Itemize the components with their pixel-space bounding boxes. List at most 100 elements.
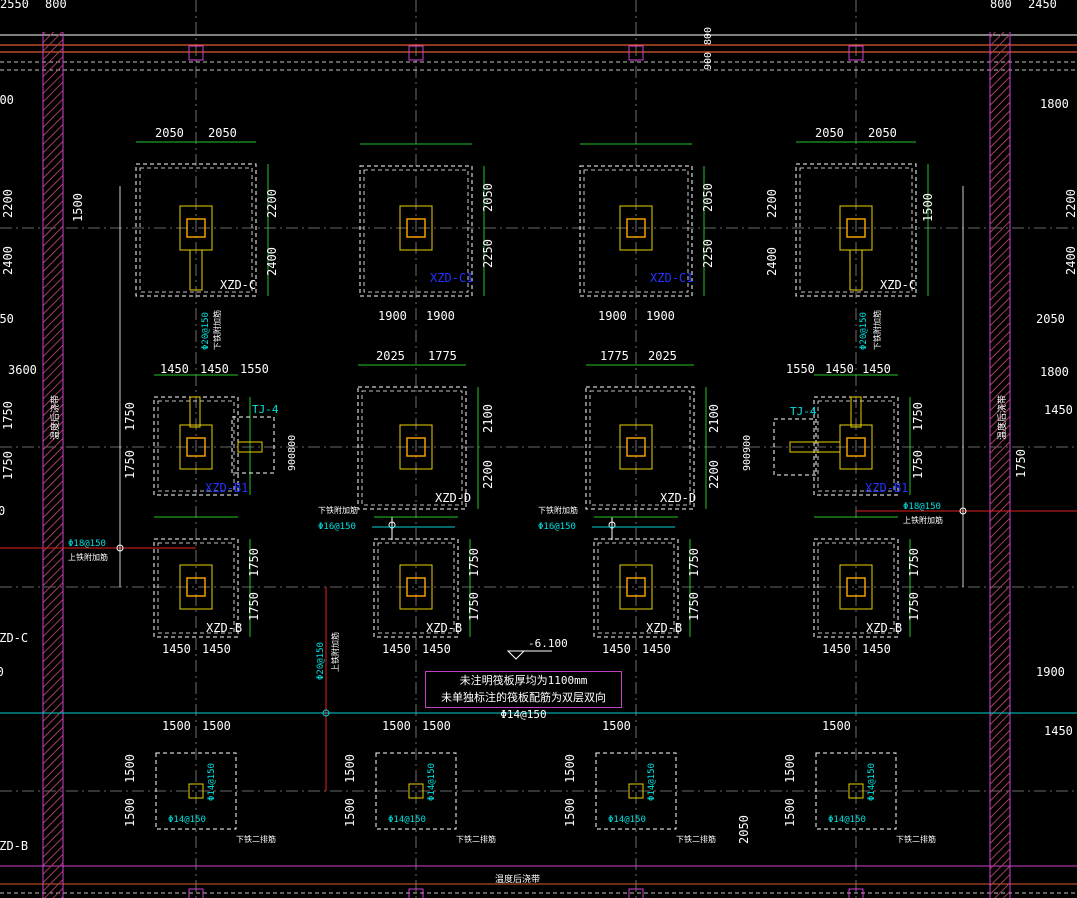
left-dim-2400: 2400 — [1, 246, 15, 275]
top-dim-left: 2550 — [0, 0, 29, 11]
footing-d-mid2-column — [626, 437, 646, 457]
rebar-r6: Φ18@150 — [903, 502, 941, 512]
footing-b-2-outline-inner — [377, 542, 455, 634]
tj4-left-box — [231, 416, 275, 474]
footing-b1-left-outline-inner — [157, 400, 235, 492]
footing-b-4-outline — [813, 538, 899, 638]
s3-rebar: Φ14@150 — [608, 815, 646, 825]
b_1-side-b: 1750 — [247, 592, 261, 621]
footing-c1-mid2-outline-inner — [583, 169, 689, 293]
s3-outline — [595, 752, 677, 830]
rebar-r1-note: 下铁附加筋 — [212, 310, 222, 350]
footing-c-left-column — [186, 218, 206, 238]
rebar-r3-note: 下铁附加筋 — [318, 505, 358, 515]
tj4-left-dims: 900800 — [287, 435, 298, 471]
tj4-right-label: TJ-4 — [790, 405, 817, 418]
d-mid-side-a: 2100 — [481, 404, 495, 433]
s1-outline — [155, 752, 237, 830]
d-mid-side-b: 2200 — [481, 460, 495, 489]
level-mark-text: -6.100 — [528, 637, 568, 650]
footing-b-1-outline — [153, 538, 239, 638]
footing-b-2-outline — [373, 538, 459, 638]
c-left-offset: 1500 — [71, 193, 85, 222]
footing-b-1-column — [186, 577, 206, 597]
level-mark: -6.100 — [506, 637, 568, 660]
left-dim-1750a: 1750 — [1, 401, 15, 430]
s2-side-b: 1500 — [343, 798, 357, 827]
b1-right-top-c: 1450 — [862, 362, 891, 376]
rebar-r1: Φ20@150 — [201, 312, 211, 350]
tj4-left-label: TJ-4 — [252, 403, 279, 416]
b_2-bot-a: 1450 — [382, 642, 411, 656]
c-right-top-b: 2050 — [868, 126, 897, 140]
c1-mid-bot-b: 1900 — [426, 309, 455, 323]
c-left-label: XZD-C — [220, 278, 256, 292]
wall-label-right: 温度后浇带 — [996, 395, 1008, 440]
rebar-r5: Φ18@150 — [68, 539, 106, 549]
c1-mid2-bot-b: 1900 — [646, 309, 675, 323]
s2-top-b: 1500 — [422, 719, 451, 733]
rebar-r4-note: 下铁附加筋 — [538, 505, 578, 515]
s3-side-a: 1500 — [563, 754, 577, 783]
c-left-stub — [189, 249, 203, 291]
left-dim-2200: 2200 — [1, 189, 15, 218]
c1-mid2-side-a: 2050 — [701, 183, 715, 212]
b1-left-top-c: 1550 — [240, 362, 269, 376]
s1-top-a: 1500 — [162, 719, 191, 733]
d-mid2-side-b: 2200 — [707, 460, 721, 489]
b_1-label: XZD-B — [206, 621, 242, 635]
dim-2050-bottom: 2050 — [737, 815, 751, 844]
s4-top-a: 1500 — [822, 719, 851, 733]
right-dim-1450: 1450 — [1044, 403, 1073, 417]
footing-b-1-pedestal — [179, 564, 213, 610]
left-dim-0: 0 — [0, 504, 5, 518]
footing-c-right-outline — [795, 163, 917, 297]
footing-b1-left-column — [186, 437, 206, 457]
c-left-side-b: 2400 — [265, 247, 279, 276]
footing-b-2-pedestal — [399, 564, 433, 610]
b1-right-up-stub — [850, 396, 862, 428]
s2-column — [408, 783, 424, 799]
rebar-r4: Φ16@150 — [538, 522, 576, 532]
c1-mid-label: XZD-C1 — [430, 271, 473, 285]
left-label-xzd-b: XZD-B — [0, 839, 28, 853]
c-left-top-a: 2050 — [155, 126, 184, 140]
footing-c-right-outline-inner — [799, 167, 913, 293]
b1-left-top-a: 1450 — [160, 362, 189, 376]
footing-c-right-column — [846, 218, 866, 238]
b_4-bot-b: 1450 — [862, 642, 891, 656]
s3-rebar-v: Φ14@150 — [647, 763, 657, 801]
d-mid2-side-a: 2100 — [707, 404, 721, 433]
right-dim-2400: 2400 — [1064, 246, 1077, 275]
s4-side-a: 1500 — [783, 754, 797, 783]
rebar-r7-note: 上铁附加筋 — [330, 632, 340, 672]
footing-c1-mid-column — [406, 218, 426, 238]
s1-side-b: 1500 — [123, 798, 137, 827]
b_1-bot-b: 1450 — [202, 642, 231, 656]
note-line-2: 未单独标注的筏板配筋为双层双向Φ14@150 — [441, 691, 606, 721]
top-dim-right1: 800 — [990, 0, 1012, 11]
s1-side-a: 1500 — [123, 754, 137, 783]
s4-rebar: Φ14@150 — [828, 815, 866, 825]
rebar-r2: Φ20@150 — [859, 312, 869, 350]
b1-left-up-stub — [189, 396, 201, 428]
b_4-bot-a: 1450 — [822, 642, 851, 656]
note-line-1: 未注明筏板厚均为1100mm — [459, 674, 588, 687]
footing-b-2-column — [406, 577, 426, 597]
footing-c1-mid2-column — [626, 218, 646, 238]
footing-b-3-column — [626, 577, 646, 597]
left-dim-1750b: 1750 — [1, 451, 15, 480]
rebar-r5-note: 上铁附加筋 — [68, 552, 108, 562]
footing-b-3-outline-inner — [597, 542, 675, 634]
c1-mid-side-a: 2050 — [481, 183, 495, 212]
footing-b-4-column — [846, 577, 866, 597]
rebar-lines — [0, 186, 1077, 791]
s4-rebar-v: Φ14@150 — [867, 763, 877, 801]
b_4-side-b: 1750 — [907, 592, 921, 621]
rebar-r3: Φ16@150 — [318, 522, 356, 532]
s4-column — [848, 783, 864, 799]
c1-mid-bot-a: 1900 — [378, 309, 407, 323]
right-dim-1900: 1900 — [1036, 665, 1065, 679]
tj4-right-box — [773, 418, 817, 476]
